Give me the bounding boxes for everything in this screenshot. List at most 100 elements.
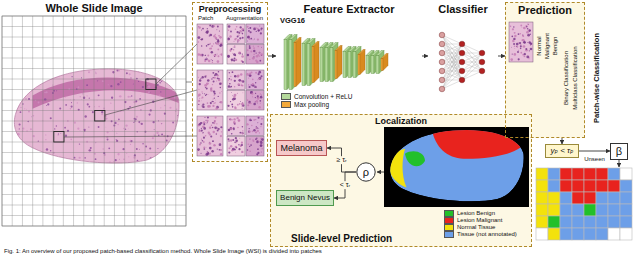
grid-cell	[536, 228, 548, 240]
cell-nucleus	[242, 132, 244, 134]
cell-nucleus	[235, 139, 237, 141]
legend-swatch	[281, 101, 291, 108]
cell-nucleus	[247, 54, 249, 56]
panel-subheading: VGG16	[280, 17, 305, 26]
neuron	[479, 68, 485, 74]
grid-line	[2, 215, 186, 216]
cell-nucleus	[220, 135, 222, 137]
grid-cell	[620, 228, 632, 240]
cell-nucleus	[255, 82, 256, 83]
grid-cell	[560, 216, 572, 228]
cell-nucleus	[519, 42, 521, 44]
cell-nucleus	[258, 77, 261, 80]
operator-box: β	[610, 143, 628, 160]
cell-nucleus	[160, 107, 161, 108]
cell-nucleus	[528, 30, 529, 31]
cell-nucleus	[56, 90, 57, 91]
cell-nucleus	[251, 125, 252, 126]
cell-nucleus	[215, 107, 217, 109]
cell-nucleus	[211, 51, 213, 53]
tissue-outline	[14, 69, 179, 163]
cell-nucleus	[214, 126, 217, 129]
cell-nucleus	[249, 27, 251, 29]
cell-nucleus	[258, 106, 260, 108]
cell-nucleus	[215, 102, 216, 103]
cell-nucleus	[33, 135, 35, 137]
cell-nucleus	[237, 39, 240, 42]
cell-nucleus	[229, 72, 230, 73]
weight-line	[462, 62, 482, 80]
cell-nucleus	[528, 58, 529, 59]
weight-line	[442, 44, 462, 62]
cell-nucleus	[200, 39, 201, 40]
cell-nucleus	[253, 50, 256, 53]
cell-nucleus	[203, 123, 205, 125]
cell-nucleus	[252, 83, 254, 85]
cell-nucleus	[211, 45, 213, 47]
cell-nucleus	[238, 79, 241, 82]
layer-side	[305, 39, 310, 86]
normal-region	[389, 149, 406, 188]
cell-nucleus	[256, 126, 257, 127]
patch-ground	[227, 137, 245, 157]
neuron	[439, 50, 445, 56]
cell-nucleus	[98, 126, 100, 128]
cell-nucleus	[136, 78, 138, 80]
cell-nucleus	[218, 128, 220, 130]
flow-arrow	[498, 56, 505, 57]
edge-label: ≥ τᵣ	[335, 156, 347, 164]
cell-nucleus	[235, 59, 237, 61]
cell-nucleus	[98, 94, 100, 96]
cell-nucleus	[523, 45, 526, 48]
cell-nucleus	[232, 106, 234, 108]
cell-nucleus	[74, 122, 76, 124]
cell-nucleus	[232, 98, 234, 100]
cell-nucleus	[94, 153, 96, 155]
cell-nucleus	[260, 145, 262, 147]
cell-nucleus	[238, 144, 239, 145]
cell-nucleus	[19, 143, 21, 145]
legend-entry: Tissue (not annotated)	[444, 231, 517, 238]
patch-ground	[227, 91, 245, 111]
cell-nucleus	[169, 153, 171, 155]
cell-nucleus	[531, 43, 532, 44]
cell-nucleus	[242, 33, 244, 35]
cell-nucleus	[209, 25, 211, 27]
weight-line	[442, 35, 462, 53]
cell-nucleus	[228, 140, 229, 141]
patch-ground	[227, 45, 245, 65]
weight-line	[442, 35, 462, 80]
cell-nucleus	[18, 91, 19, 92]
legend-entry: Normal Tissue	[444, 224, 495, 231]
cell-nucleus	[230, 101, 231, 102]
cell-nucleus	[246, 123, 248, 125]
cell-nucleus	[234, 54, 236, 56]
cell-nucleus	[220, 149, 222, 151]
image-panel: Whole Slide Image	[2, 2, 186, 226]
cell-nucleus	[241, 103, 243, 105]
cell-nucleus	[217, 77, 219, 79]
cell-nucleus	[520, 33, 522, 35]
cell-nucleus	[215, 37, 218, 40]
cell-nucleus	[231, 133, 233, 135]
cell-nucleus	[208, 105, 210, 107]
cell-nucleus	[250, 103, 252, 105]
cell-nucleus	[229, 78, 231, 80]
cell-nucleus	[220, 153, 223, 156]
legend-entry: Max pooling	[281, 101, 329, 108]
cell-nucleus	[257, 28, 259, 30]
cell-nucleus	[83, 97, 85, 99]
cell-nucleus	[258, 127, 260, 129]
cell-nucleus	[125, 88, 127, 90]
cell-nucleus	[247, 36, 250, 39]
cell-nucleus	[250, 38, 252, 40]
cell-nucleus	[136, 148, 138, 150]
tissue-patch	[197, 116, 223, 156]
leader-line	[64, 136, 197, 137]
cell-nucleus	[257, 130, 259, 132]
cell-nucleus	[510, 26, 512, 28]
cell-nucleus	[257, 127, 258, 128]
grid-line	[2, 47, 186, 48]
cell-nucleus	[65, 134, 67, 136]
grid-cell	[536, 216, 548, 228]
